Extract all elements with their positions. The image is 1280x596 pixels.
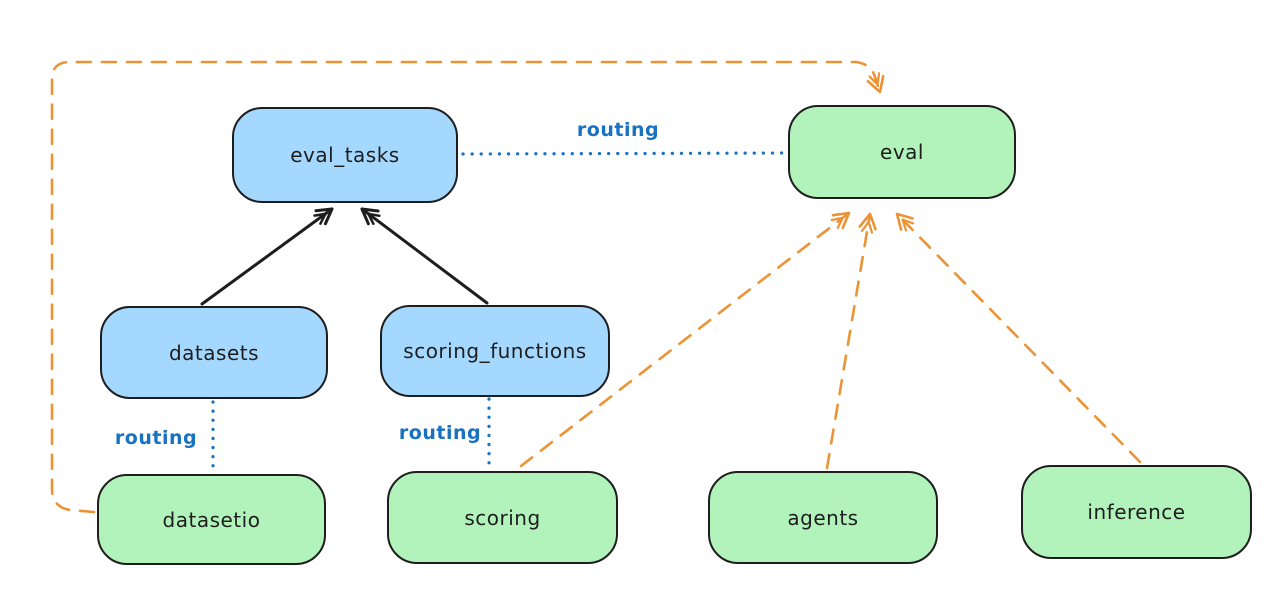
edge-datasets-to-eval-tasks <box>200 207 334 306</box>
edge-agents-to-eval <box>825 212 877 470</box>
node-datasets: datasets <box>100 306 328 399</box>
node-datasetio: datasetio <box>97 474 326 565</box>
node-inference: inference <box>1021 465 1252 559</box>
node-label-inference: inference <box>1087 500 1186 524</box>
node-label-scoring: scoring <box>464 505 541 530</box>
node-label-scoring-functions: scoring_functions <box>403 339 587 363</box>
node-label-agents: agents <box>787 505 859 530</box>
edge-scoring-to-eval <box>519 211 851 468</box>
node-label-datasetio: datasetio <box>162 507 261 532</box>
node-eval-tasks: eval_tasks <box>232 107 458 203</box>
node-eval: eval <box>788 105 1016 199</box>
edge-datasetio-to-eval <box>50 60 885 514</box>
edge-label-routing-scoring-functions-scoring: routing <box>398 422 482 444</box>
edge-label-routing-datasets-datasetio: routing <box>114 427 198 449</box>
node-label-eval-tasks: eval_tasks <box>290 143 400 167</box>
edge-inference-to-eval <box>895 212 1142 464</box>
edge-scoring-functions-to-eval-tasks <box>360 207 489 305</box>
node-label-datasets: datasets <box>168 340 260 365</box>
node-agents: agents <box>708 471 938 564</box>
edge-label-routing-eval-tasks-eval: routing <box>576 119 660 141</box>
node-label-eval: eval <box>880 140 924 164</box>
node-scoring-functions: scoring_functions <box>380 305 610 397</box>
node-scoring: scoring <box>387 471 618 564</box>
edge-eval-tasks-to-eval-routing <box>461 151 788 156</box>
